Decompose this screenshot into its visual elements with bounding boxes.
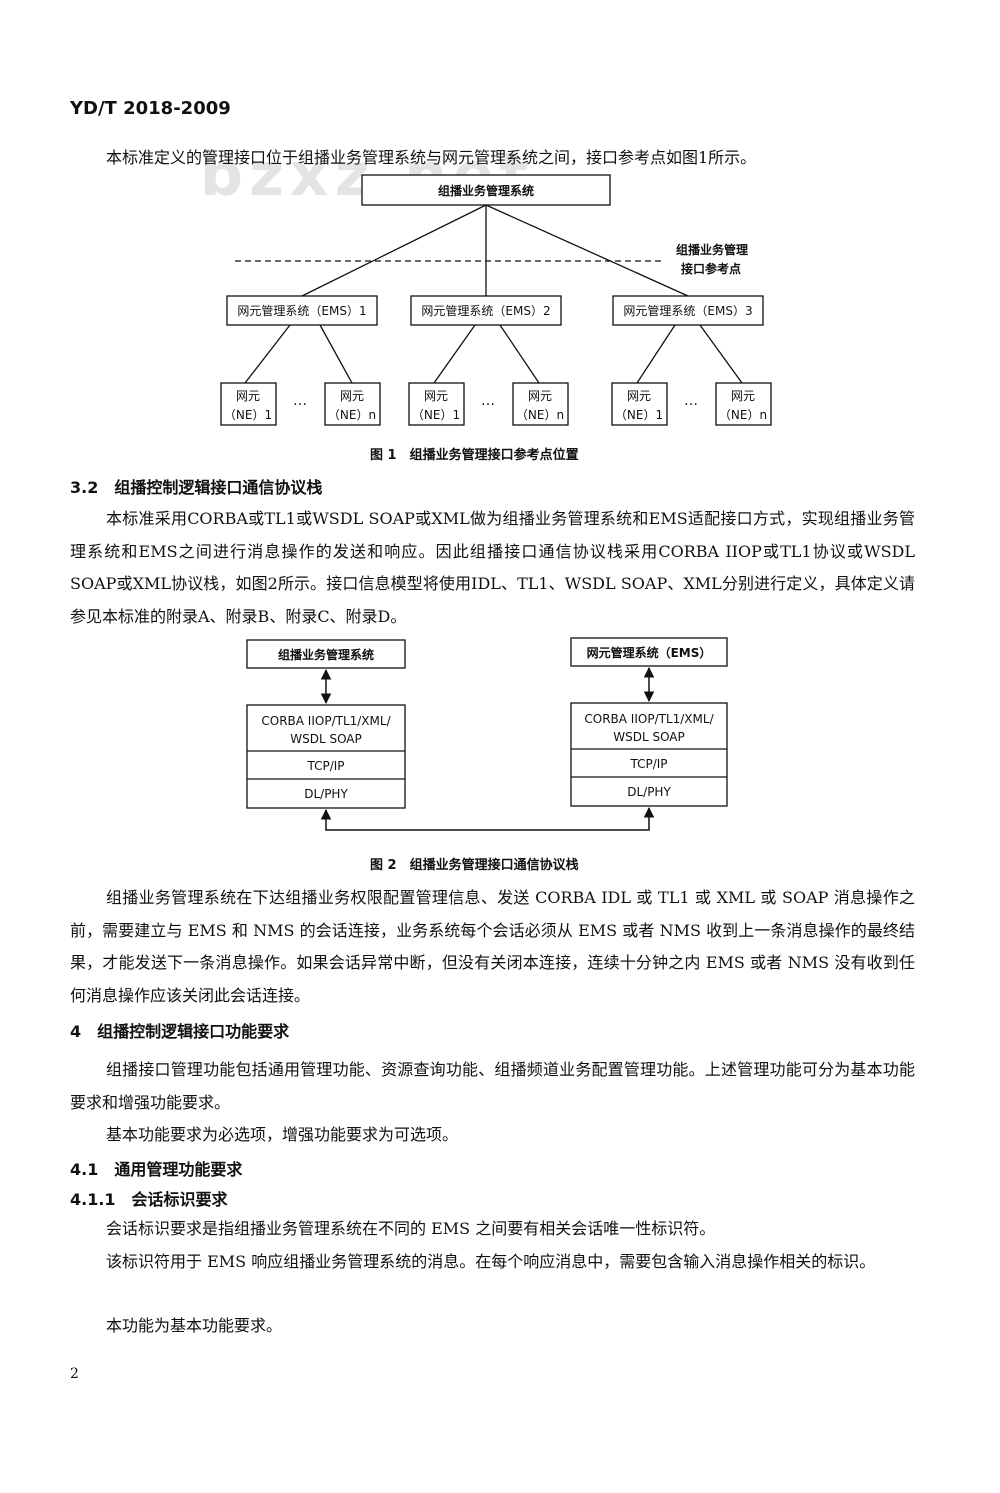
section-4-1-1-paragraph-1: 会话标识要求是指组播业务管理系统在不同的 EMS 之间要有相关会话唯一性标识符。 (106, 1219, 716, 1238)
section-4-1-1-heading: 4.1.1 会话标识要求 (70, 1190, 228, 1209)
section-4-paragraph-2: 基本功能要求为必选项，增强功能要求为可选项。 (106, 1125, 459, 1144)
left-system-label: 组播业务管理系统 (278, 647, 374, 662)
ne-label-bottom: （NE）1 (412, 408, 460, 422)
ne-label-top: 网元 (627, 389, 651, 403)
right-stack-app-line1: CORBA IIOP/TL1/XML/ (584, 712, 714, 726)
left-stack-tcp: TCP/IP (306, 759, 344, 773)
ems-box-1 (226, 295, 378, 326)
ne-label-bottom: （NE）n (328, 408, 376, 422)
figure-1-caption: 图 1 组播业务管理接口参考点位置 (370, 448, 579, 463)
ne-label-bottom: （NE）1 (224, 408, 272, 422)
right-stack-dl: DL/PHY (627, 785, 671, 799)
ems-label-2: 网元管理系统（EMS）2 (421, 303, 550, 318)
session-paragraph: 组播业务管理系统在下达组播业务权限配置管理信息、发送 CORBA IDL 或 T… (70, 888, 915, 1005)
right-stack-app-line2: WSDL SOAP (613, 730, 685, 744)
ne-box (512, 382, 569, 426)
left-stack-app-line2: WSDL SOAP (290, 732, 362, 746)
ne-label-bottom: （NE）n (719, 408, 767, 422)
multicast-mgmt-label: 组播业务管理系统 (438, 183, 534, 198)
ne-box (715, 382, 772, 426)
figure-2-diagram: 组播业务管理系统 网元管理系统（EMS） CORBA IIOP/TL1/XML/… (246, 637, 728, 831)
ne-box (324, 382, 381, 426)
bottom-connection-arrow (320, 806, 655, 831)
left-system-box (246, 639, 406, 669)
section-3-2-heading: 3.2 组播控制逻辑接口通信协议栈 (70, 478, 323, 497)
section-4-1-1-paragraph-3: 本功能为基本功能要求。 (106, 1316, 283, 1335)
right-stack-tcp: TCP/IP (629, 757, 667, 771)
ne-box (220, 382, 277, 426)
ems-label-1: 网元管理系统（EMS）1 (237, 303, 366, 318)
ne-label-top: 网元 (340, 389, 364, 403)
section-4-paragraph-1: 组播接口管理功能包括通用管理功能、资源查询功能、组播频道业务配置管理功能。上述管… (70, 1060, 915, 1112)
ne-box (408, 382, 465, 426)
ne-label-bottom: （NE）n (516, 408, 564, 422)
section-3-2-paragraph: 本标准采用CORBA或TL1或WSDL SOAP或XML做为组播业务管理系统和E… (70, 509, 915, 626)
figure-1-diagram: 组播业务管理系统 组播业务管理 接口参考点 网元管理系统（EMS）1 网元管理系… (220, 174, 772, 426)
left-stack-app-line1: CORBA IIOP/TL1/XML/ (261, 714, 391, 728)
section-4-1-1-paragraph-2: 该标识符用于 EMS 响应组播业务管理系统的消息。在每个响应消息中，需要包含输入… (106, 1252, 876, 1271)
ne-label-top: 网元 (424, 389, 448, 403)
ems-box-2 (410, 295, 562, 326)
ellipsis: … (293, 393, 307, 409)
right-stack-box (570, 702, 728, 807)
right-system-label: 网元管理系统（EMS） (587, 645, 712, 660)
figure-2-caption: 图 2 组播业务管理接口通信协议栈 (370, 858, 579, 873)
ne-box (611, 382, 668, 426)
ems-label-3: 网元管理系统（EMS）3 (623, 303, 752, 318)
ne-label-top: 网元 (236, 389, 260, 403)
section-4-1-heading: 4.1 通用管理功能要求 (70, 1160, 243, 1179)
ne-label-top: 网元 (731, 389, 755, 403)
intro-paragraph: 本标准定义的管理接口位于组播业务管理系统与网元管理系统之间，接口参考点如图1所示… (106, 148, 757, 167)
left-stack-box (246, 704, 406, 809)
right-system-box (570, 637, 728, 667)
ne-label-bottom: （NE）1 (615, 408, 663, 422)
ne-label-top: 网元 (528, 389, 552, 403)
section-4-heading: 4 组播控制逻辑接口功能要求 (70, 1022, 290, 1041)
ellipsis: … (481, 393, 495, 409)
ref-point-label-1: 组播业务管理 (676, 242, 748, 257)
document-header: YD/T 2018-2009 (70, 98, 231, 119)
ref-point-label-2: 接口参考点 (681, 261, 741, 276)
ellipsis: … (684, 393, 698, 409)
page-number: 2 (70, 1366, 79, 1382)
ems-box-3 (612, 295, 764, 326)
left-stack-dl: DL/PHY (304, 787, 348, 801)
multicast-mgmt-box (361, 174, 611, 206)
